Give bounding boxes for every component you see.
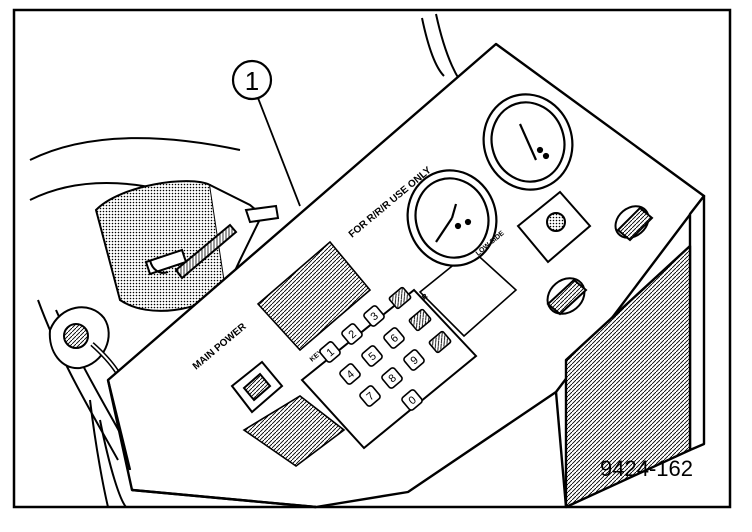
- main-power-switch-icon: [242, 372, 272, 402]
- callout-leader-line: [257, 97, 301, 207]
- keypad-key-8[interactable]: 8: [381, 367, 404, 390]
- keypad-key-1[interactable]: 1: [319, 341, 342, 364]
- lamp-icon: [546, 212, 566, 232]
- keypad-key-button[interactable]: [401, 389, 424, 412]
- panel-corner-hatching: [242, 395, 346, 467]
- low-side-pressure-gauge: [406, 169, 498, 267]
- selector-switch-lower[interactable]: [540, 271, 591, 321]
- keypad-key-6[interactable]: 6: [383, 327, 406, 350]
- panel-decorations: [242, 240, 518, 467]
- keypad-key-button[interactable]: [339, 363, 362, 386]
- keypad-key-7[interactable]: 7: [359, 385, 382, 408]
- keypad-key-button[interactable]: [383, 327, 406, 350]
- figure-number: 9424-162: [600, 456, 693, 481]
- keypad-key-button[interactable]: [319, 341, 342, 364]
- keypad-key-3[interactable]: 3: [363, 305, 386, 328]
- keypad-key-4[interactable]: 4: [339, 363, 362, 386]
- engine-component: [94, 180, 280, 312]
- keypad-key-5[interactable]: 5: [361, 345, 384, 368]
- keypad-function-key[interactable]: [388, 286, 412, 310]
- keypad-key-button[interactable]: [359, 385, 382, 408]
- display-window: [256, 240, 372, 352]
- callout-number: 1: [245, 66, 259, 96]
- indicator-lamp-box: [516, 190, 592, 264]
- keypad-function-key[interactable]: [408, 308, 432, 332]
- keypad-key-9[interactable]: 9: [403, 349, 426, 372]
- keypad-key-2[interactable]: 2: [341, 323, 364, 346]
- keypad: 123 456 789 0: [300, 286, 478, 450]
- keypad-key-0[interactable]: 0: [401, 389, 424, 412]
- keypad-key-button[interactable]: [361, 345, 384, 368]
- keypad-key-button[interactable]: [363, 305, 386, 328]
- high-side-pressure-gauge: [482, 93, 574, 191]
- machine-side-face: [688, 194, 706, 452]
- selector-switch-upper[interactable]: [609, 200, 655, 245]
- keypad-function-key[interactable]: [428, 330, 452, 354]
- callout-circle: [231, 59, 273, 101]
- keypad-key-button[interactable]: [381, 367, 404, 390]
- main-power-switch[interactable]: [230, 360, 284, 414]
- keypad-key-button[interactable]: [341, 323, 364, 346]
- selector-knob-icon: [616, 206, 654, 242]
- selector-knob-icon: [546, 278, 588, 316]
- keypad-key-button[interactable]: [403, 349, 426, 372]
